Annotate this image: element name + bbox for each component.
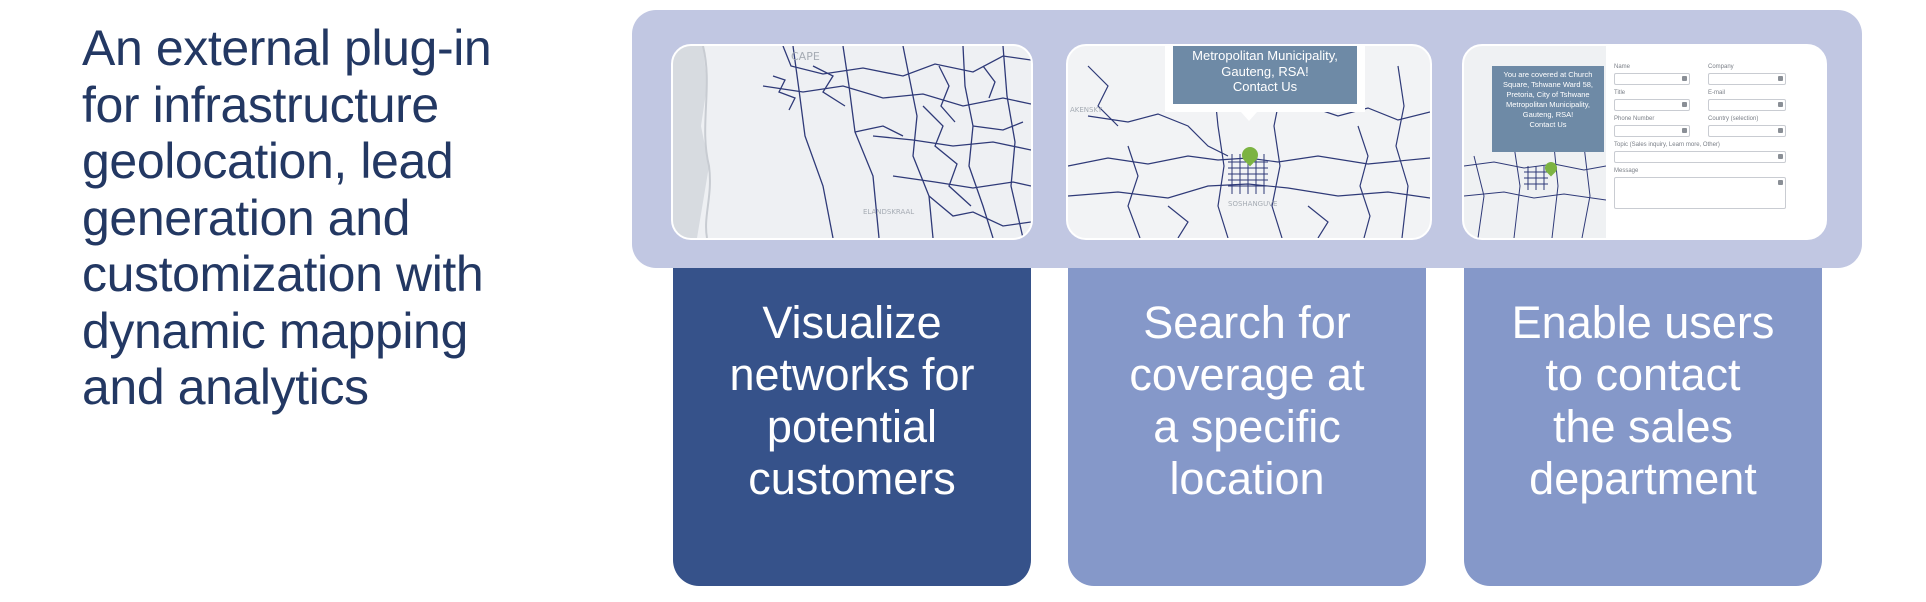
headline: An external plug-in for infrastructure g… [82,20,492,415]
company-label: Company [1708,64,1734,70]
title-input[interactable] [1614,99,1690,111]
person-icon [1682,102,1687,107]
feature-text-visualize: Visualize networks for potential custome… [729,297,975,504]
title-label: Title [1614,90,1626,96]
feature-card-visualize: Visualize networks for potential custome… [673,268,1031,586]
topic-input[interactable] [1614,151,1786,163]
map-label-cape: CAPE [791,50,820,63]
coverage-popup[interactable]: Metropolitan Municipality, Gauteng, RSA!… [1165,46,1365,112]
speech-bubble-icon [1778,180,1783,185]
email-label: E-mail [1708,90,1726,96]
feature-text-contact: Enable users to contact the sales depart… [1511,297,1775,504]
coverage-info-box[interactable]: You are covered at Church Square, Tshwan… [1492,66,1604,152]
phone-icon [1682,128,1687,133]
country-field[interactable]: Country (selection) [1708,116,1786,137]
company-input[interactable] [1708,73,1786,85]
email-input[interactable] [1708,99,1786,111]
feature-text-search: Search for coverage at a specific locati… [1129,297,1365,504]
contact-form: Name Company Title E-mail Phone Number C… [1606,46,1825,238]
message-textarea[interactable] [1614,177,1786,209]
coverage-search-screenshot: AKENSKY SOSHANGUVE Metropolitan Municipa… [1066,44,1432,240]
feature-card-contact: Enable users to contact the sales depart… [1464,268,1822,586]
company-field[interactable]: Company [1708,64,1786,85]
message-field[interactable]: Message [1614,168,1786,209]
phone-input[interactable] [1614,125,1690,137]
topic-label: Topic (Sales inquiry, Learn more, Other) [1614,142,1720,148]
flag-icon [1778,128,1783,133]
person-icon [1682,76,1687,81]
map-label-akensky: AKENSKY [1070,106,1103,114]
country-label: Country (selection) [1708,116,1759,122]
name-field[interactable]: Name [1614,64,1690,85]
pencil-icon [1778,154,1783,159]
network-map-lines: CAPE ELANDSKRAAL [673,46,1031,238]
popup-tail [1241,112,1257,121]
email-field[interactable]: E-mail [1708,90,1786,111]
map-label-elandskraal: ELANDSKRAAL [863,208,914,216]
name-label: Name [1614,64,1631,70]
map-label-soshanguve: SOSHANGUVE [1228,200,1277,208]
contact-form-screenshot: You are covered at Church Square, Tshwan… [1462,44,1827,240]
envelope-icon [1778,102,1783,107]
title-field[interactable]: Title [1614,90,1690,111]
message-label: Message [1614,168,1639,174]
phone-field[interactable]: Phone Number [1614,116,1690,137]
topic-field[interactable]: Topic (Sales inquiry, Learn more, Other) [1614,142,1786,163]
phone-label: Phone Number [1614,116,1655,122]
building-icon [1778,76,1783,81]
network-map-screenshot: CAPE ELANDSKRAAL [671,44,1033,240]
feature-card-search: Search for coverage at a specific locati… [1068,268,1426,586]
name-input[interactable] [1614,73,1690,85]
country-select[interactable] [1708,125,1786,137]
